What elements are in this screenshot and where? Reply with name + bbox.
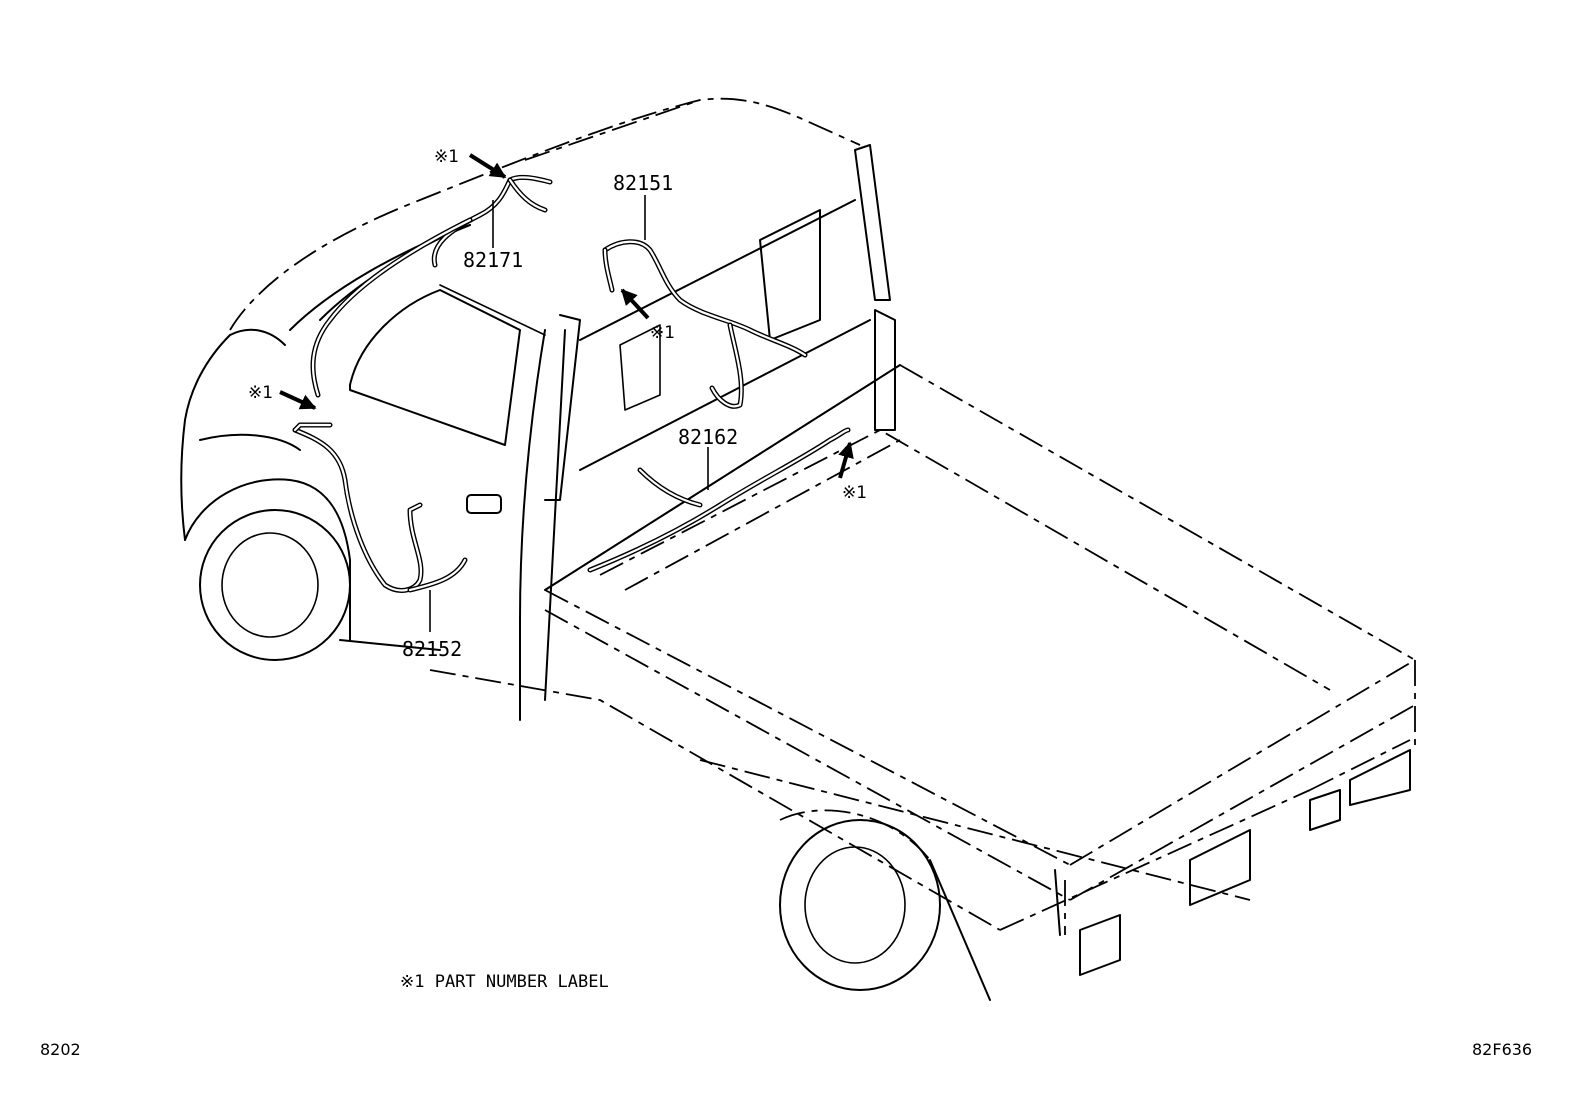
callout-82151: 82151 [613, 171, 673, 195]
label-mark-right: ※1 [842, 483, 867, 503]
footer-left-code: 8202 [40, 1040, 81, 1059]
harness-pillar[interactable] [310, 217, 473, 398]
leader-lines [429, 195, 709, 632]
harness-82162[interactable] [587, 427, 851, 573]
harness-82171[interactable] [431, 174, 553, 268]
label-arrows [279, 153, 854, 479]
label-mark-left: ※1 [248, 383, 273, 403]
truck-cab-outline [180, 144, 1411, 1001]
label-mark-top: ※1 [434, 147, 459, 167]
callout-82162: 82162 [678, 425, 738, 449]
footer-right-code: 82F636 [1472, 1040, 1532, 1059]
callout-82171: 82171 [463, 248, 523, 272]
truck-phantom-outline [229, 97, 1416, 935]
harness-82151[interactable] [602, 239, 808, 409]
callout-82152: 82152 [402, 637, 462, 661]
legend-note: ※1 PART NUMBER LABEL [400, 972, 609, 992]
harness-82152[interactable] [292, 422, 468, 593]
label-mark-center: ※1 [650, 323, 675, 343]
